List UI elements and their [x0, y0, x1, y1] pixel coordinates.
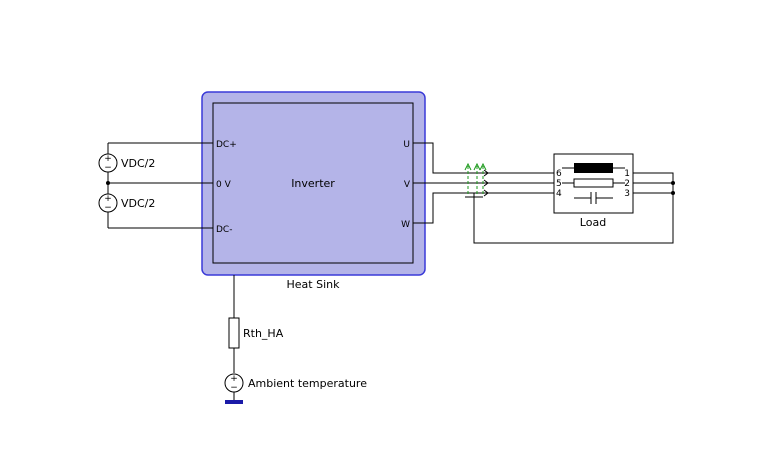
output-phase-wires: [413, 142, 674, 244]
load-pin-5: 5: [556, 179, 562, 189]
heat-sink-label: Heat Sink: [287, 278, 341, 291]
dc-supply-wires: [107, 142, 213, 229]
dc-source-lower-label: VDC/2: [121, 197, 155, 210]
thermal-resistor[interactable]: [228, 317, 240, 349]
svg-text:−: −: [230, 383, 238, 393]
probe-chevron-icon: [483, 179, 489, 187]
load-pin-4: 4: [556, 189, 562, 199]
port-w-label: W: [401, 220, 410, 230]
load-label: Load: [580, 216, 606, 229]
current-probes[interactable]: [464, 162, 489, 197]
svg-text:+: +: [104, 154, 112, 164]
thermal-ground-icon: [225, 400, 243, 404]
port-u-label: U: [403, 140, 410, 150]
probe-arrow-icon: [464, 162, 472, 171]
svg-text:+: +: [230, 374, 238, 384]
load-pin-2: 2: [624, 179, 630, 189]
dc-source-lower[interactable]: + −: [98, 193, 118, 213]
ambient-temperature-source[interactable]: + −: [224, 373, 244, 393]
svg-text:−: −: [104, 203, 112, 213]
svg-text:+: +: [104, 194, 112, 204]
inverter-label: Inverter: [291, 177, 335, 190]
inverter-block[interactable]: [212, 102, 414, 264]
probe-arrow-icon: [479, 162, 487, 171]
load-internal-symbols: [562, 163, 625, 204]
load-pin-1: 1: [624, 169, 630, 179]
port-dc-plus-label: DC+: [216, 140, 237, 150]
port-0v-label: 0 V: [216, 180, 232, 190]
junction-dot: [671, 191, 675, 195]
probe-chevron-icon: [483, 189, 489, 197]
port-v-label: V: [404, 180, 411, 190]
thermal-resistor-label: Rth_HA: [243, 327, 284, 340]
junction-dot: [671, 181, 675, 185]
port-dc-minus-label: DC-: [216, 225, 232, 235]
load-pin-6: 6: [556, 169, 562, 179]
load-pin-3: 3: [624, 189, 630, 199]
svg-text:−: −: [104, 163, 112, 173]
probe-chevron-icon: [483, 169, 489, 177]
ambient-temperature-label: Ambient temperature: [248, 377, 367, 390]
junction-dot: [106, 181, 110, 185]
dc-source-upper[interactable]: + −: [98, 153, 118, 173]
probe-arrow-icon: [473, 162, 481, 171]
dc-source-upper-label: VDC/2: [121, 157, 155, 170]
